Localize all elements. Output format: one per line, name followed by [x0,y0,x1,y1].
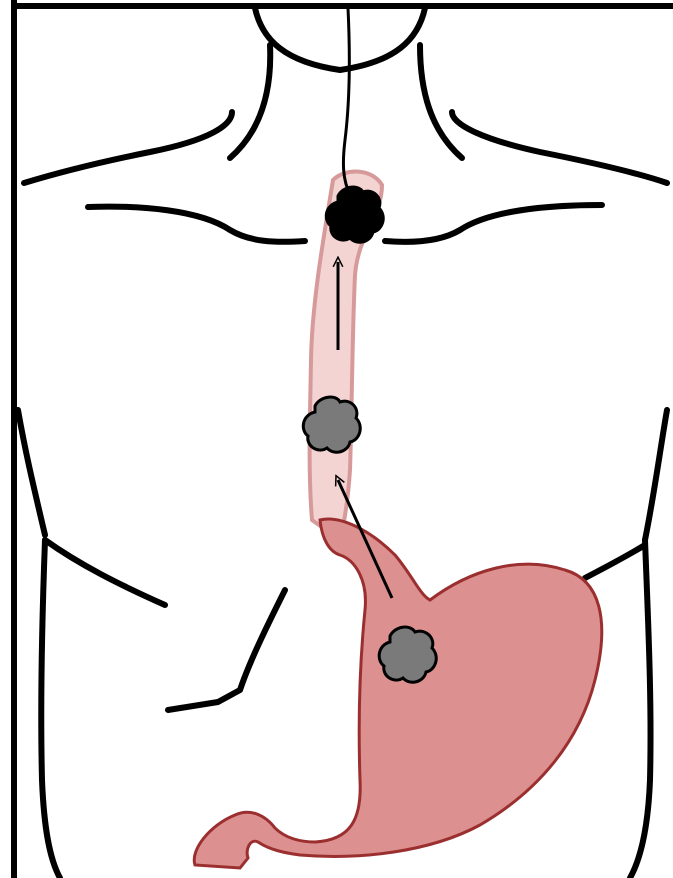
sensing-wire [343,8,350,195]
stomach [194,519,602,868]
